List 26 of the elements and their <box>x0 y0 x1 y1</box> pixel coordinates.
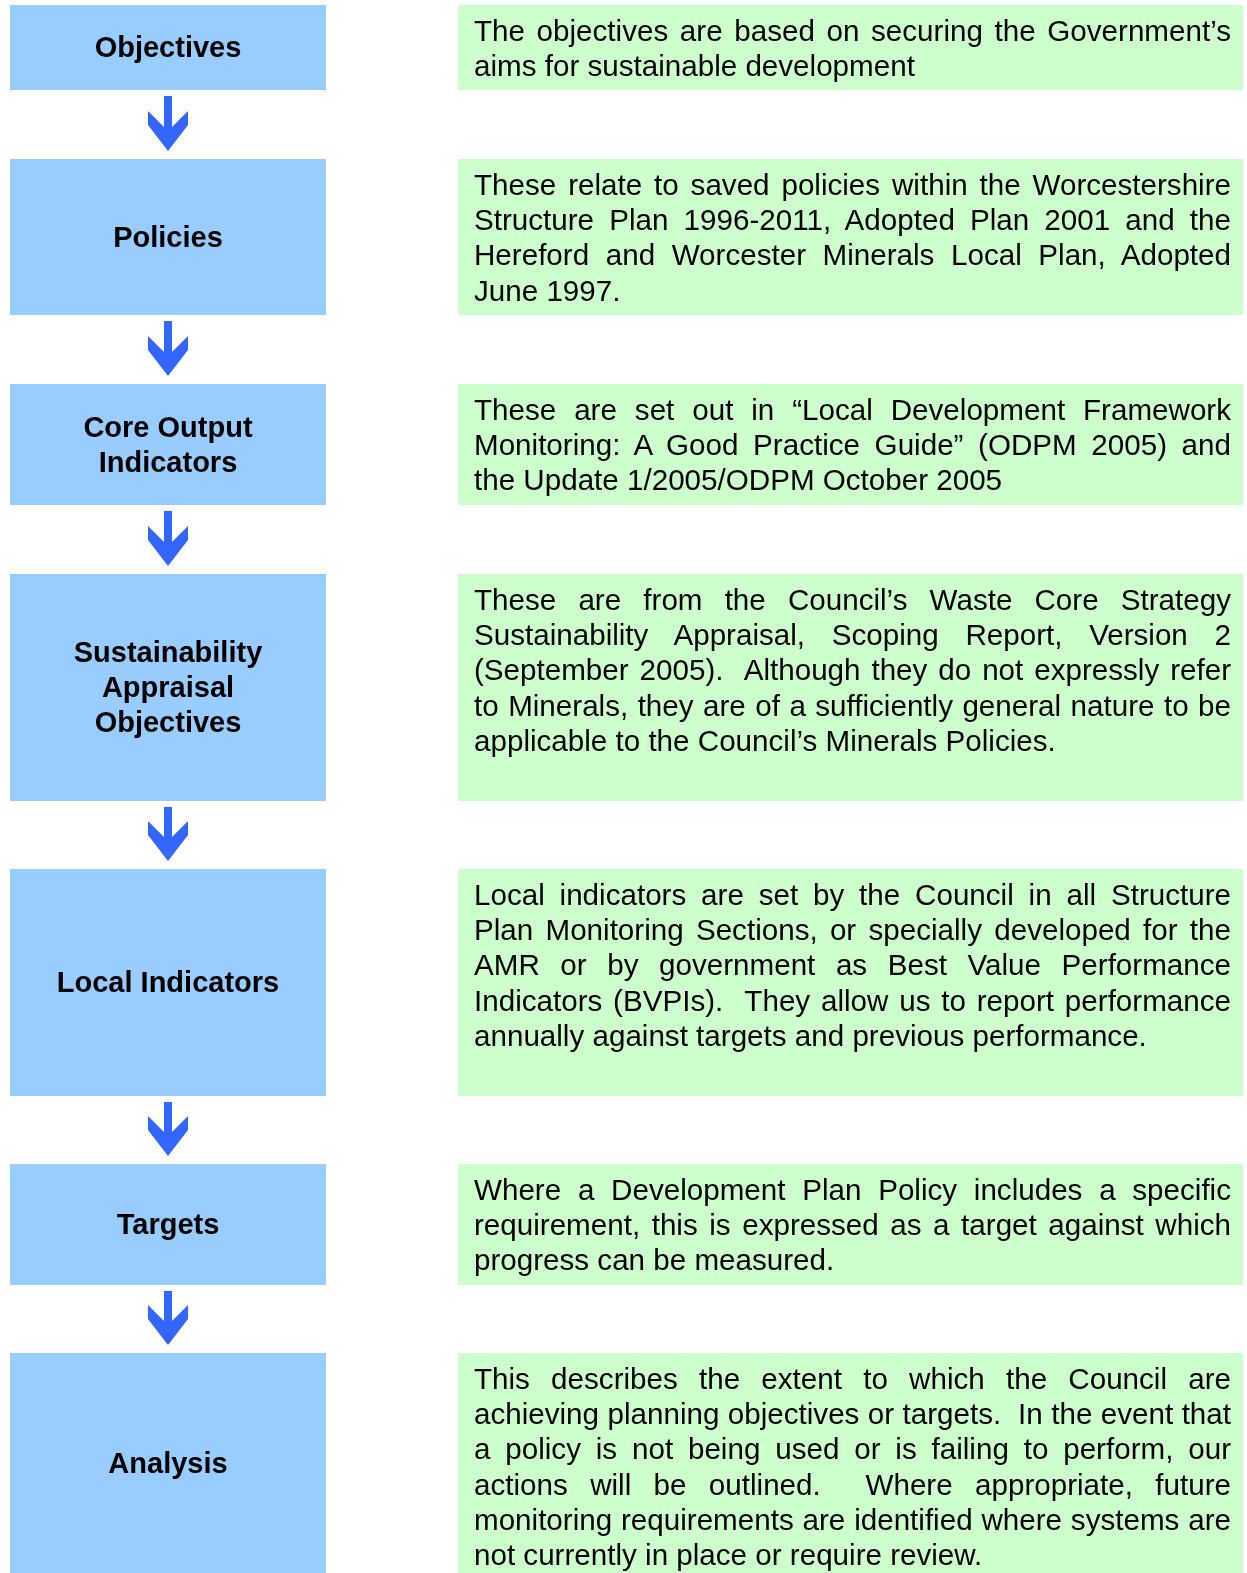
description-text: Where a Development Plan Policy includes a specific requirement, this is expressed as a target against which progress can be measured. <box>474 1172 1231 1278</box>
description-box <box>458 869 1243 1096</box>
description-text: The objectives are based on securing the Government’s aims for sustainable development <box>474 13 1231 84</box>
step-box <box>10 1353 326 1573</box>
step-label: Core Output Indicators <box>82 409 254 480</box>
step-label: Local Indicators <box>56 965 280 1000</box>
step-label: Analysis <box>108 1445 228 1481</box>
description-box <box>458 384 1243 505</box>
step-label: Sustainability Appraisal Objectives <box>72 635 264 740</box>
description-box <box>458 574 1243 801</box>
description-box <box>458 1164 1243 1285</box>
step-box <box>10 869 326 1096</box>
step-label: Objectives <box>94 30 242 65</box>
step-label: Targets <box>116 1207 220 1242</box>
step-box <box>10 1164 326 1285</box>
description-text: These relate to saved policies within the Worcestershire Structure Plan 1996-2011, Adopted Plan 2001 and the Hereford and Worcester Minerals Local Plan, Adopted June 1997. <box>474 167 1231 308</box>
description-text: These are set out in “Local Development Framework Monitoring: A Good Practice Guide” (ODPM 2005) and the Update 1/2005/ODPM October 2005 <box>474 392 1231 498</box>
step-box <box>10 159 326 315</box>
step-box <box>10 574 326 801</box>
step-label: Policies <box>113 219 223 255</box>
description-box <box>458 5 1243 90</box>
description-text: Local indicators are set by the Council in all Structure Plan Monitoring Sections, or specially developed for the AMR or by government as Best Value Performance Indicators (BVPIs). They allow us to report performance annually against targets and previous performance. <box>474 877 1231 1053</box>
step-box <box>10 384 326 505</box>
description-text: This describes the extent to which the Council are achieving planning objectives or targets. In the event that a policy is not being used or is failing to perform, our actions will be outlined. Where appropriate, future monitoring requirements are identified where systems are not currently in place or require review. <box>474 1361 1231 1573</box>
step-box <box>10 5 326 90</box>
description-text: These are from the Council’s Waste Core Strategy Sustainability Appraisal, Scoping Report, Version 2 (September 2005). Although they do not expressly refer to Minerals, they are of a sufficiently general nature to be applicable to the Council’s Minerals Policies. <box>474 582 1231 758</box>
